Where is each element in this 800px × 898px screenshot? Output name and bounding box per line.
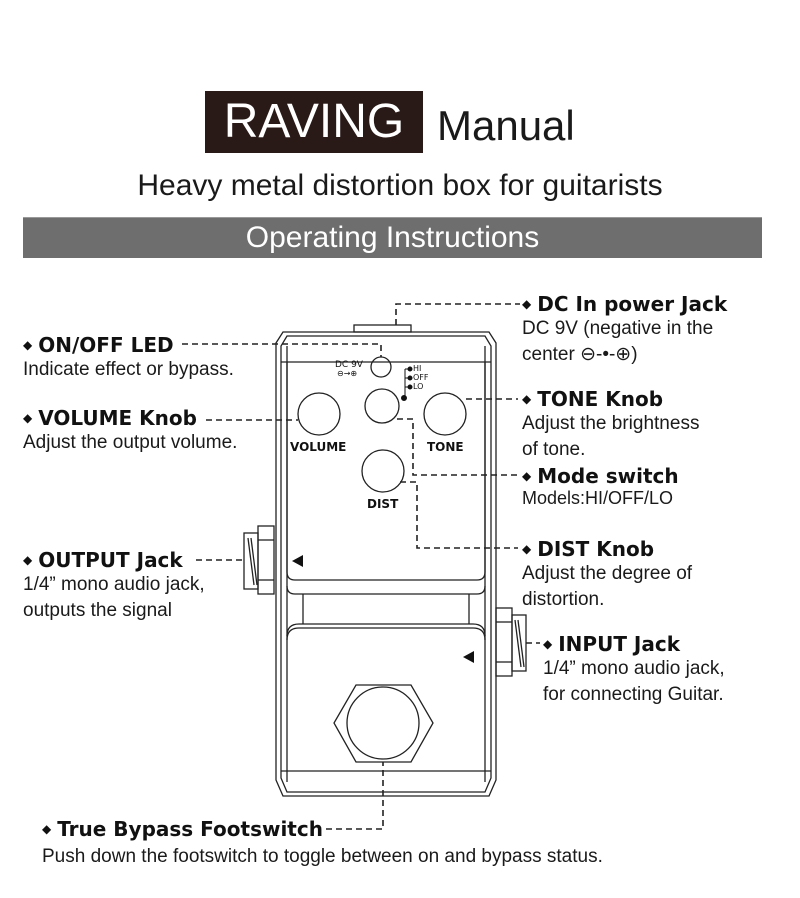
callout-desc: Push down the footswitch to toggle betwe… xyxy=(42,846,603,867)
callout-desc: Adjust the output volume. xyxy=(23,432,238,453)
callout-desc: of tone. xyxy=(522,439,586,460)
mode-label-hi: HI xyxy=(413,364,422,373)
bullet-icon: ◆ xyxy=(522,392,532,406)
section-title: Operating Instructions xyxy=(245,221,540,254)
callout-dc-jack: ◆ DC In power Jack DC 9V (negative in the… xyxy=(522,292,727,368)
callout-output: ◆ OUTPUT Jack 1/4” mono audio jack, outpu… xyxy=(23,548,205,624)
dist-knob xyxy=(361,449,405,493)
pedal-body-inner xyxy=(280,335,492,793)
bullet-icon: ◆ xyxy=(522,542,532,556)
callout-title: TONE Knob xyxy=(537,387,664,411)
mode-dot-hi xyxy=(407,366,413,372)
dc-polarity-icon: ⊖→⊕ xyxy=(337,369,358,378)
brand-logo: RAVING xyxy=(205,91,423,153)
callout-desc: Adjust the brightness xyxy=(522,413,700,434)
output-jack-nut xyxy=(257,525,275,595)
callout-volume: ◆ VOLUME Knob Adjust the output volume. xyxy=(23,406,237,456)
callout-input: ◆ INPUT Jack 1/4” mono audio jack, for co… xyxy=(543,632,725,708)
callout-footswitch: ◆ True Bypass Footswitch Push down the fo… xyxy=(42,817,603,870)
bullet-icon: ◆ xyxy=(42,822,52,836)
mode-dot-lo xyxy=(407,384,413,390)
leader-dc xyxy=(395,303,520,325)
callout-desc: for connecting Guitar. xyxy=(543,684,724,705)
callout-desc: Models:HI/OFF/LO xyxy=(522,488,674,508)
callout-title: OUTPUT Jack xyxy=(38,548,183,572)
bullet-icon: ◆ xyxy=(522,297,532,311)
output-arrow-icon xyxy=(292,555,303,567)
pedal-body-outer xyxy=(275,331,497,797)
mode-label-off: OFF xyxy=(413,373,429,382)
mode-switch-knob xyxy=(364,388,400,424)
callout-desc: 1/4” mono audio jack, xyxy=(23,574,205,595)
bullet-icon: ◆ xyxy=(23,338,33,352)
callout-desc: center ⊖-•-⊕) xyxy=(522,344,638,365)
callout-desc: DC 9V (negative in the xyxy=(522,318,714,339)
callout-title: Mode switch xyxy=(537,464,679,488)
leader-dist xyxy=(400,481,518,549)
footswitch-button xyxy=(346,686,420,760)
callout-title: VOLUME Knob xyxy=(38,406,197,430)
callout-title: DIST Knob xyxy=(537,537,655,561)
callout-title: ON/OFF LED xyxy=(38,333,174,357)
bullet-icon: ◆ xyxy=(543,637,553,651)
callout-desc: outputs the signal xyxy=(23,600,172,621)
callout-mode: ◆ Mode switch Models:HI/OFF/LO xyxy=(522,464,679,508)
callout-desc: 1/4” mono audio jack, xyxy=(543,658,725,679)
bullet-icon: ◆ xyxy=(23,411,33,425)
dc-label: DC 9V xyxy=(335,360,363,370)
leader-footswitch xyxy=(326,762,384,830)
manual-title: Manual xyxy=(437,102,575,149)
callout-tone: ◆ TONE Knob Adjust the brightness of tone… xyxy=(522,387,699,463)
dc-jack-tab xyxy=(353,324,412,333)
volume-knob-label: VOLUME xyxy=(290,440,347,454)
callout-title: True Bypass Footswitch xyxy=(57,817,323,841)
tone-knob xyxy=(423,392,467,436)
callout-desc: Indicate effect or bypass. xyxy=(23,359,234,380)
callout-desc: Adjust the degree of xyxy=(522,563,693,584)
bullet-icon: ◆ xyxy=(23,553,33,567)
callout-title: INPUT Jack xyxy=(558,632,681,656)
callout-desc: distortion. xyxy=(522,589,605,610)
input-jack-nut xyxy=(495,607,513,677)
callout-led: ◆ ON/OFF LED Indicate effect or bypass. xyxy=(23,333,234,383)
tone-knob-label: TONE xyxy=(427,440,464,454)
mode-dot-off xyxy=(407,375,413,381)
callout-title: DC In power Jack xyxy=(537,292,728,316)
mode-label-lo: LO xyxy=(413,382,424,391)
subtitle: Heavy metal distortion box for guitarist… xyxy=(137,169,663,202)
mode-labels: HI OFF LO xyxy=(413,364,429,391)
led-circle xyxy=(370,356,392,378)
bullet-icon: ◆ xyxy=(522,469,532,483)
section-band: Operating Instructions xyxy=(23,217,762,258)
leader-mode xyxy=(397,418,518,476)
dist-knob-label: DIST xyxy=(367,497,399,511)
callout-dist: ◆ DIST Knob Adjust the degree of distorti… xyxy=(522,537,692,613)
volume-knob xyxy=(297,392,341,436)
footswitch-hex xyxy=(333,684,434,763)
input-arrow-icon xyxy=(463,651,474,663)
